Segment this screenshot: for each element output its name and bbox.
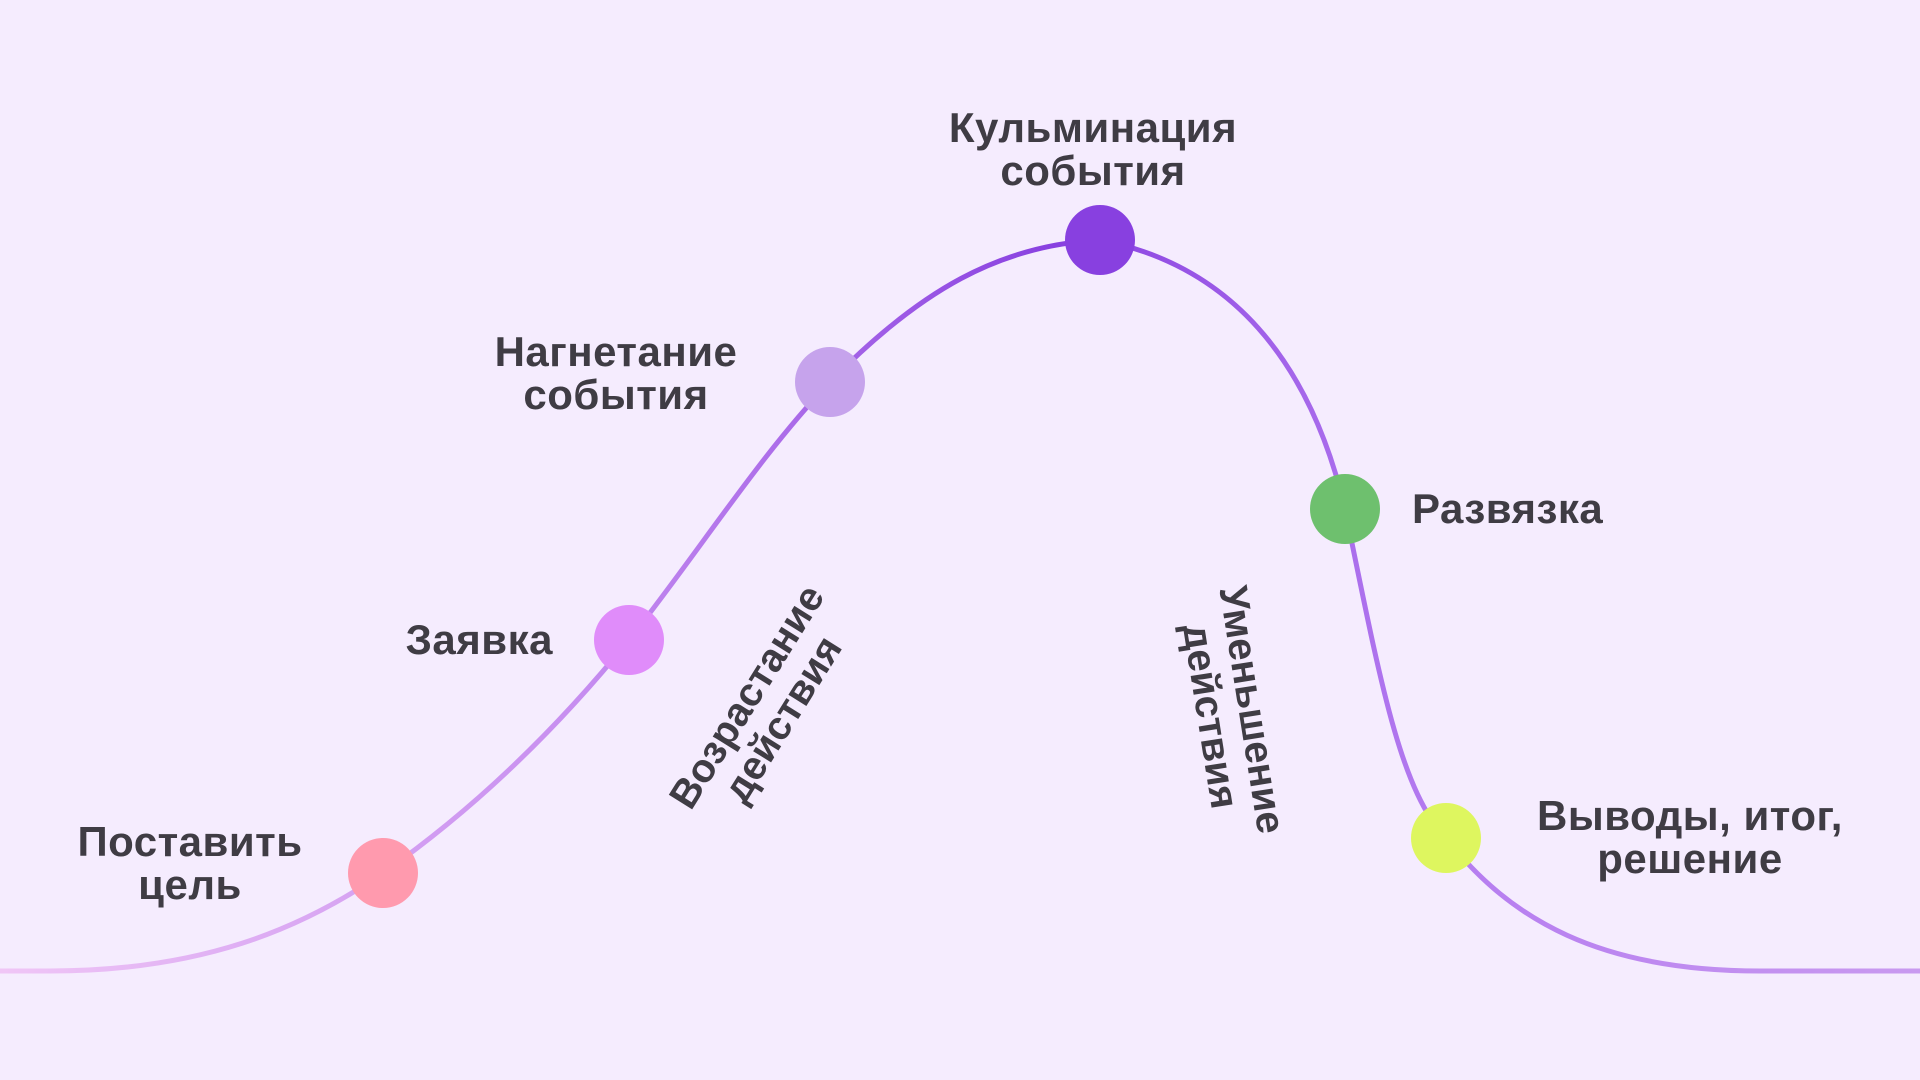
dot-denouement	[1310, 474, 1380, 544]
label-line: Выводы, итог,	[1537, 792, 1843, 839]
label-line: Поставить	[77, 818, 303, 865]
dot-conclusion	[1411, 803, 1481, 873]
label-line: Кульминация	[948, 104, 1238, 151]
label-line: решение	[1597, 835, 1783, 882]
label-line: события	[1000, 147, 1186, 194]
label-line: события	[523, 371, 709, 418]
label-line: Заявка	[405, 616, 553, 663]
label-conclusion: Выводы, итог, решение	[1537, 794, 1843, 880]
label-line: Нагнетание	[494, 328, 738, 375]
label-buildup: Нагнетание события	[495, 330, 738, 416]
label-denouement: Развязка	[1412, 487, 1603, 530]
label-goal: Поставить цель	[77, 820, 302, 906]
label-application: Заявка	[406, 618, 553, 661]
label-line: цель	[138, 861, 242, 908]
label-climax: Кульминация события	[949, 106, 1237, 192]
dot-buildup	[795, 347, 865, 417]
dot-goal	[348, 838, 418, 908]
dot-climax	[1065, 205, 1135, 275]
dot-application	[594, 605, 664, 675]
label-line: Развязка	[1412, 485, 1604, 532]
